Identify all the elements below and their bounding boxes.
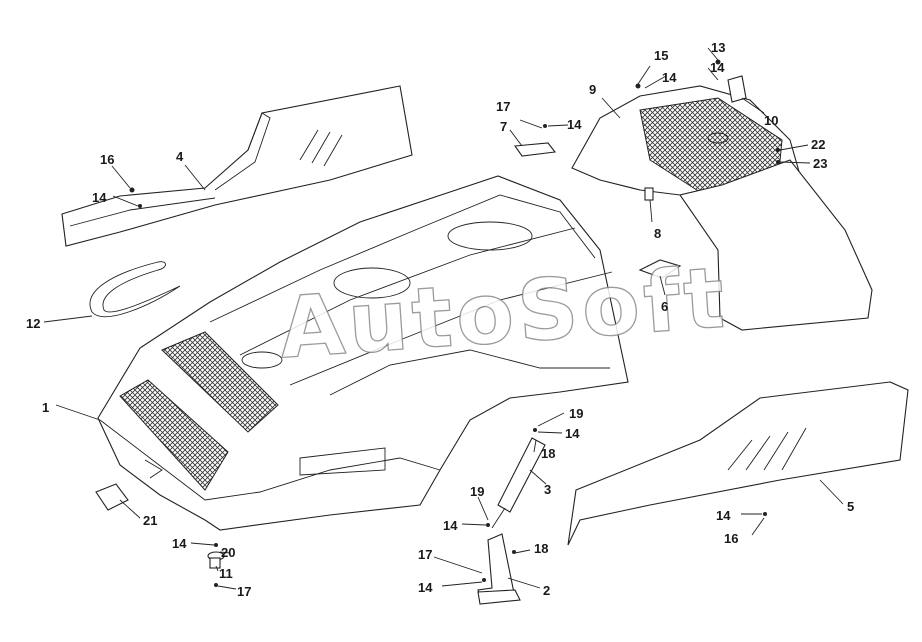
callout-6: 6 [661, 299, 668, 314]
callout-11: 11 [219, 566, 233, 581]
callout-10: 10 [764, 113, 778, 128]
latch-21 [95, 483, 129, 511]
pin-8 [644, 187, 654, 201]
callout-8: 8 [654, 226, 661, 241]
callout-5: 5 [847, 499, 854, 514]
callout-2: 2 [543, 583, 550, 598]
callout-4: 4 [176, 149, 184, 164]
callout-17-b: 17 [237, 584, 251, 599]
callout-14-a: 14 [662, 70, 677, 85]
leader-lines [43, 47, 844, 590]
main-hood [97, 175, 629, 531]
callout-14-g: 14 [418, 580, 433, 595]
callout-14-e: 14 [565, 426, 580, 441]
callout-19-b: 19 [569, 406, 583, 421]
callout-23: 23 [813, 156, 827, 171]
callout-21: 21 [143, 513, 157, 528]
callout-13: 13 [711, 40, 725, 55]
callout-14-h: 14 [716, 508, 731, 523]
callout-14-d: 14 [567, 117, 582, 132]
gas-strut [491, 437, 546, 529]
callout-9: 9 [589, 82, 596, 97]
callout-18-b: 18 [534, 541, 548, 556]
callout-16-b: 16 [724, 531, 738, 546]
seal-strip [89, 261, 181, 318]
callout-17-a: 17 [496, 99, 510, 114]
top-shroud-right [571, 85, 801, 196]
bracket-7 [514, 142, 557, 157]
side-panel-left [61, 85, 413, 247]
callout-7: 7 [500, 119, 507, 134]
callout-16-a: 16 [100, 152, 114, 167]
callout-17-c: 17 [418, 547, 432, 562]
callout-15: 15 [654, 48, 668, 63]
callout-18-a: 18 [541, 446, 555, 461]
callout-20: 20 [221, 545, 235, 560]
bracket-6 [638, 259, 682, 279]
callout-14-c: 14 [92, 190, 107, 205]
clip-10 [727, 75, 747, 103]
callout-14-f: 14 [443, 518, 458, 533]
callout-3: 3 [544, 482, 551, 497]
side-panel-right [567, 381, 909, 546]
callout-labels: 1 2 3 4 5 6 7 8 9 10 11 12 13 14 14 14 1… [26, 40, 854, 599]
strut-bracket [477, 533, 521, 605]
rear-fender-right [679, 159, 873, 331]
fasteners [129, 59, 780, 587]
bumper-pad [207, 551, 225, 569]
callout-14-b: 14 [710, 60, 725, 75]
callout-19-a: 19 [470, 484, 484, 499]
callout-12: 12 [26, 316, 40, 331]
callout-22: 22 [811, 137, 825, 152]
callout-14-i: 14 [172, 536, 187, 551]
callout-1: 1 [42, 400, 49, 415]
